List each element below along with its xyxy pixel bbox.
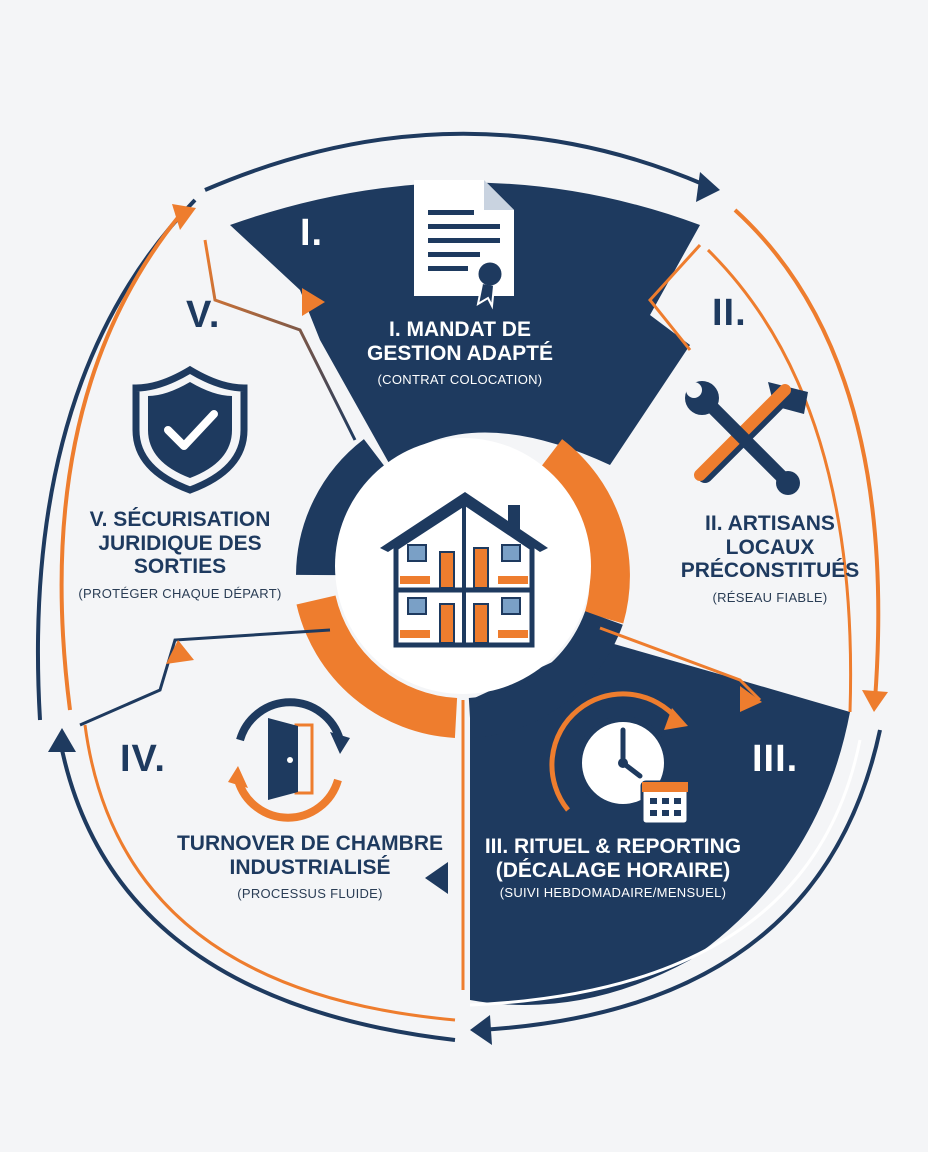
inner-ring-bottom-right (468, 610, 623, 738)
divider-5-1 (203, 239, 357, 441)
outer-arrow-5 (172, 204, 196, 230)
step-5-subtitle: (PROTÉGER CHAQUE DÉPART) (78, 585, 282, 601)
step-1-subtitle: (CONTRAT COLOCATION) (377, 372, 543, 388)
flow-arrow-1-2 (648, 334, 668, 362)
wrench-hammer-icon (685, 381, 808, 495)
inner-ring-right (537, 439, 630, 624)
numeral-step-2: II. (712, 292, 747, 334)
numeral-step-5: V. (186, 294, 221, 336)
step-3-title-line2: (DÉCALAGE HORAIRE) (495, 858, 731, 882)
flow-arrow-2-3 (740, 686, 762, 712)
outer-ring-navy-top (204, 131, 706, 192)
outer-ring-navy-left-low (58, 739, 456, 1042)
clock-calendar-icon (549, 691, 690, 826)
outer-arrow-1 (696, 172, 720, 202)
numeral-step-4: IV. (120, 738, 166, 780)
step-4-label: TURNOVER DE CHAMBRE INDUSTRIALISÉ (PROCE… (170, 832, 450, 902)
step-4-title-line2: INDUSTRIALISÉ (229, 855, 391, 879)
step-5-title-line3: SORTIES (133, 555, 227, 579)
step-3-title-line1: III. RITUEL & REPORTING (484, 835, 742, 858)
outer-ring-orange-left (59, 213, 182, 711)
numeral-step-1: I. (300, 212, 324, 254)
divider-4-5 (79, 628, 331, 727)
shield-check-icon (132, 365, 248, 494)
divider-2-3 (599, 626, 762, 702)
outer-arrow-3 (470, 1015, 492, 1045)
shared-house-icon (380, 492, 548, 648)
outer-arrow-2 (862, 690, 888, 712)
step-3-label: III. RITUEL & REPORTING (DÉCALAGE HORAIR… (478, 835, 748, 901)
flow-arrow-3-4 (425, 862, 448, 894)
step-2-subtitle: (RÉSEAU FIABLE) (712, 589, 828, 605)
step-4-subtitle: (PROCESSUS FLUIDE) (237, 886, 383, 902)
outer-ring-orange-top-right (648, 243, 702, 351)
step-3-subtitle: (SUIVI HEBDOMADAIRE/MENSUEL) (499, 885, 727, 901)
outer-arrow-4 (48, 728, 76, 752)
door-cycle-icon (228, 698, 350, 822)
outer-ring-orange-right (733, 208, 881, 701)
step-1-title-line1: I. MANDAT DE (389, 318, 531, 341)
step-4-title-line1: TURNOVER DE CHAMBRE (176, 832, 443, 855)
outer-ring-right-inner (706, 248, 853, 713)
step-5-title-line1: V. SÉCURISATION (89, 508, 271, 531)
contract-document-icon (414, 180, 514, 310)
inner-ring-top (296, 439, 389, 576)
step-2-title-line3: PRÉCONSTITUÉS (680, 559, 860, 583)
step-5-label: V. SÉCURISATION JURIDIQUE DES SORTIES (P… (62, 508, 298, 601)
step-5-title-line2: JURIDIQUE DES (98, 531, 262, 555)
segment-1-background (230, 182, 700, 465)
flow-arrow-5-1 (302, 288, 325, 316)
outer-ring-bottom-inner (469, 739, 862, 1007)
outer-ring-orange-bottom (83, 724, 456, 1022)
step-2-label: II. ARTISANS LOCAUX PRÉCONSTITUÉS (RÉSEA… (650, 512, 890, 605)
step-1-label: I. MANDAT DE GESTION ADAPTÉ (CONTRAT COL… (330, 318, 590, 388)
flow-arrow-4-5 (166, 640, 194, 664)
numeral-step-3: III. (752, 738, 799, 780)
step-2-title-line2: LOCAUX (725, 535, 815, 559)
inner-ring-bottom-left (296, 595, 458, 738)
step-1-title-line2: GESTION ADAPTÉ (367, 341, 553, 365)
outer-ring-navy-bottom (479, 729, 882, 1032)
step-2-title-line1: II. ARTISANS (705, 512, 835, 535)
